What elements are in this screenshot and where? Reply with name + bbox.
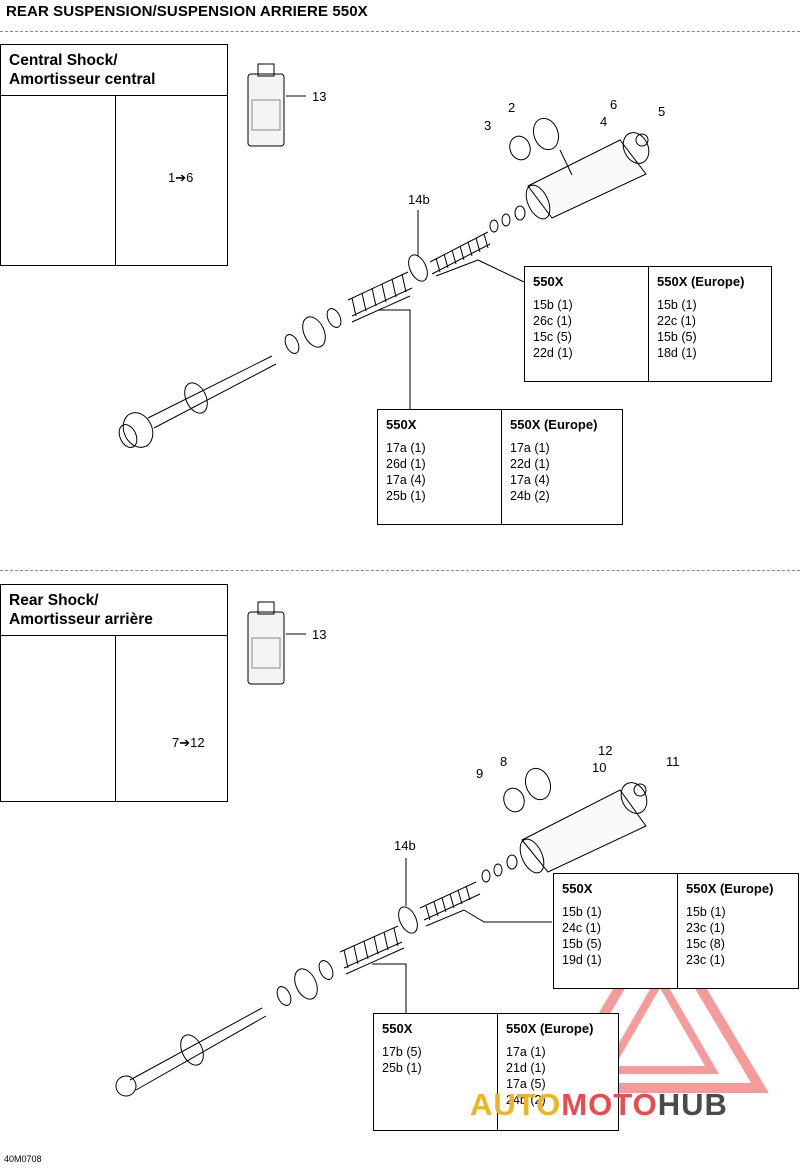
central-shaft	[147, 355, 277, 429]
rear-bottle-13	[247, 601, 306, 685]
rear-shock-body	[519, 782, 648, 874]
central-washers	[489, 205, 526, 233]
callout-13-central: 13	[312, 89, 327, 104]
central-shock-panel: Central Shock/ Amortisseur central	[0, 44, 228, 266]
central-shock-body	[525, 132, 650, 220]
rear-washers	[481, 854, 518, 883]
callout-10: 10	[592, 760, 607, 775]
callout-9: 9	[476, 766, 484, 781]
central-spring-upper	[429, 231, 491, 275]
rear-shaft	[129, 1007, 267, 1091]
rear-table-upper: 550X 15b (1) 24c (1) 15b (5) 19d (1) 550…	[553, 873, 799, 989]
central-shock-title: Central Shock/ Amortisseur central	[9, 52, 156, 88]
separator-top	[0, 31, 800, 32]
rear-bracket-lower	[345, 947, 407, 1014]
central-table-upper: 550X 15b (1) 26c (1) 15c (5) 22d (1) 550…	[524, 266, 772, 382]
watermark-logo: AUTOMOTOHUB	[470, 1087, 728, 1122]
central-ring-2	[532, 117, 560, 151]
rear-shock-panel: Rear Shock/ Amortisseur arrière	[0, 584, 228, 802]
central-bracket-upper	[435, 259, 525, 283]
callout-3: 3	[484, 118, 492, 133]
callout-5: 5	[658, 104, 666, 119]
page-title: REAR SUSPENSION/SUSPENSION ARRIERE 550X	[6, 3, 368, 20]
rear-shock-title: Rear Shock/ Amortisseur arrière	[9, 592, 153, 628]
callout-2: 2	[508, 100, 516, 115]
callout-13-rear: 13	[312, 627, 327, 642]
central-oring-3	[509, 135, 531, 161]
rear-seal-head	[294, 968, 318, 1000]
central-seal-head	[302, 316, 326, 348]
separator-middle	[0, 570, 800, 571]
rear-spring-upper	[419, 881, 481, 921]
callout-1-to-6: 1➔6	[168, 170, 194, 185]
rear-eyelet	[115, 1075, 137, 1097]
central-bracket-lower	[351, 295, 411, 410]
rear-oring-9	[503, 787, 525, 813]
callout-7-to-12: 7➔12	[172, 735, 205, 750]
callout-14b-central: 14b	[408, 192, 430, 207]
watermark-triangle	[551, 910, 769, 1093]
rear-ring-8	[524, 767, 552, 801]
callout-12: 12	[598, 743, 613, 758]
rear-table-lower: 550X 17b (5) 25b (1) 550X (Europe) 17a (…	[373, 1013, 619, 1131]
callout-11: 11	[666, 754, 680, 769]
rear-piston-14b	[398, 906, 418, 934]
rear-spring-lower	[339, 925, 403, 969]
central-eyelet	[122, 412, 154, 448]
callout-4: 4	[600, 114, 608, 129]
callout-14b-rear: 14b	[394, 838, 416, 853]
central-piston-14b	[408, 254, 428, 282]
figure-code: 40M0708	[4, 1154, 42, 1164]
central-table-lower: 550X 17a (1) 26d (1) 17a (4) 25b (1) 550…	[377, 409, 623, 525]
central-bottle-13	[247, 63, 306, 147]
rear-bracket-upper	[425, 909, 552, 927]
central-spring-lower	[347, 271, 413, 317]
callout-6: 6	[610, 97, 618, 112]
callout-8: 8	[500, 754, 508, 769]
